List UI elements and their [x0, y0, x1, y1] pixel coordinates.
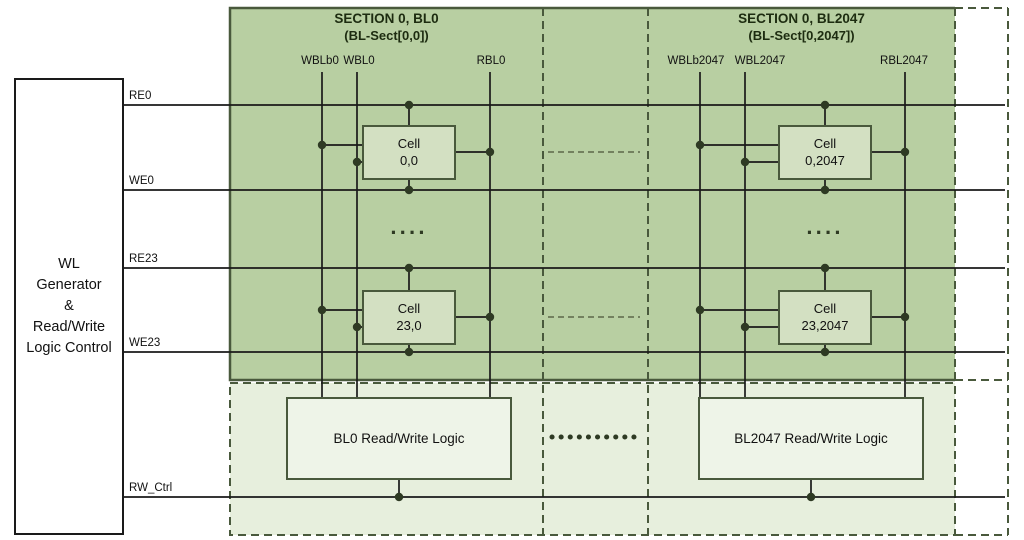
cell-name: Cell — [397, 300, 421, 316]
row-continuation-ellipsis — [548, 151, 640, 318]
cell-name: Cell — [397, 135, 421, 151]
bitline-label-rbl2047: RBL2047 — [880, 55, 928, 67]
section-divider-dashed — [542, 8, 649, 535]
bl0-rw-logic-box: BL0 Read/Write Logic — [286, 397, 512, 480]
wl-block-line: Logic Control — [26, 340, 112, 357]
wl-generator-block: WL Generator & Read/Write Logic Control — [14, 78, 124, 535]
cell-name: Cell — [813, 300, 837, 316]
wire-label-rw-ctrl: RW_Ctrl — [129, 482, 173, 494]
wire-label-re0: RE0 — [129, 90, 152, 102]
cell-column-ellipsis: ···· — [390, 220, 428, 245]
section-title: SECTION 0, BL2047 — [738, 11, 865, 26]
bitline-label-wbl2047: WBL2047 — [734, 55, 786, 67]
wl-block-line: Read/Write — [32, 319, 106, 335]
logic-label: BL2047 Read/Write Logic — [734, 431, 888, 446]
wordline-wires — [124, 104, 1005, 498]
cell-column-ellipsis: ···· — [806, 220, 844, 245]
cell-index: 23,2047 — [801, 317, 849, 333]
bitline-label-wblb0: WBLb0 — [301, 55, 339, 67]
cell-index: 0,2047 — [805, 152, 845, 168]
section-header-bl0: SECTION 0, BL0 (BL-Sect[0,0]) — [230, 11, 543, 44]
bitline-label-wbl0: WBL0 — [343, 55, 375, 67]
cell-index: 0,0 — [399, 152, 419, 168]
cell-box-23-0: Cell 23,0 — [362, 290, 456, 345]
bl2047-rw-logic-box: BL2047 Read/Write Logic — [698, 397, 924, 480]
wl-block-line: WL — [58, 255, 80, 272]
section-title: SECTION 0, BL0 — [334, 11, 439, 26]
section-subtitle: (BL-Sect[0,2047]) — [748, 27, 855, 43]
cell-box-0-0: Cell 0,0 — [362, 125, 456, 180]
cell-box-23-2047: Cell 23,2047 — [778, 290, 872, 345]
wl-block-line: Generator — [36, 276, 102, 293]
section-subtitle: (BL-Sect[0,0]) — [344, 27, 429, 43]
bitline-label-wblb2047: WBLb2047 — [667, 55, 725, 67]
section-header-bl2047: SECTION 0, BL2047 (BL-Sect[0,2047]) — [648, 11, 955, 44]
wire-label-re23: RE23 — [129, 253, 158, 265]
array-border — [228, 6, 955, 382]
bitline-wires — [321, 72, 906, 397]
junction-dots — [317, 100, 910, 502]
cell-name: Cell — [813, 135, 837, 151]
wl-block-line: & — [64, 297, 74, 314]
wire-label-we0: WE0 — [129, 175, 154, 187]
logic-label: BL0 Read/Write Logic — [333, 431, 465, 446]
wire-label-we23: WE23 — [129, 337, 161, 349]
continuation-dashed-border — [955, 7, 1009, 536]
cell-box-0-2047: Cell 0,2047 — [778, 125, 872, 180]
connection-stub-wires — [322, 105, 905, 497]
bitline-label-rbl0: RBL0 — [476, 55, 506, 67]
cell-index: 23,0 — [396, 317, 422, 333]
